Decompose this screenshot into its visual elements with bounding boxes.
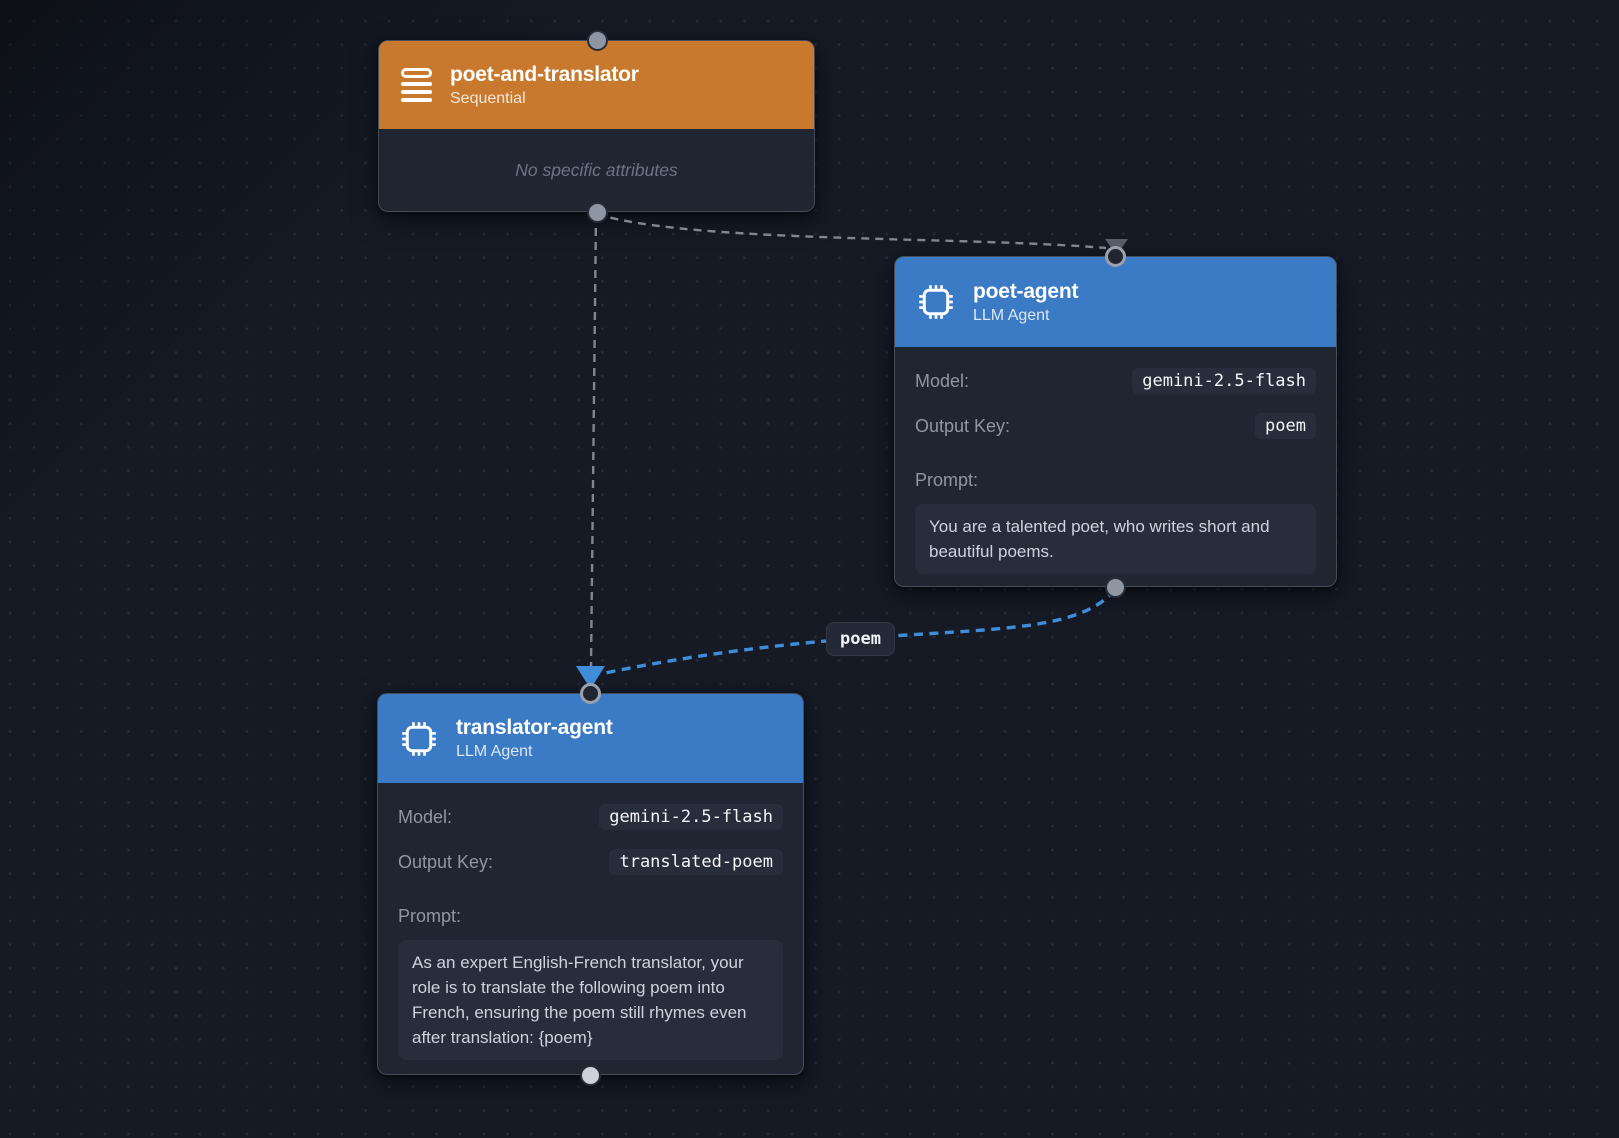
output-key-row: Output Key: poem: [915, 413, 1316, 439]
edge-sequential-to-translator-agent[interactable]: [589, 213, 598, 667]
handle-translator-agent-top[interactable]: [579, 682, 601, 704]
node-body: Model: gemini-2.5-flash Output Key: poem…: [895, 347, 1336, 594]
handle-poet-agent-bottom[interactable]: [1104, 576, 1126, 598]
cpu-icon: [402, 721, 436, 756]
node-subtitle: Sequential: [450, 89, 526, 107]
edge-label-poem: poem: [826, 622, 895, 656]
node-body: Model: gemini-2.5-flash Output Key: tran…: [378, 783, 803, 1080]
prompt-label: Prompt:: [915, 470, 979, 490]
node-header: translator-agent LLM Agent: [378, 694, 803, 783]
model-value: gemini-2.5-flash: [599, 804, 783, 830]
node-poet-and-translator[interactable]: poet-and-translator Sequential No specif…: [378, 40, 815, 212]
prompt-text: You are a talented poet, who writes shor…: [915, 504, 1316, 574]
node-title: poet-agent: [973, 279, 1079, 303]
handle-poet-agent-top[interactable]: [1104, 245, 1126, 267]
edge-sequential-to-poet-agent[interactable]: [596, 212, 1107, 250]
prompt-label: Prompt:: [398, 906, 462, 926]
node-header: poet-and-translator Sequential: [379, 41, 814, 129]
model-row: Model: gemini-2.5-flash: [915, 368, 1316, 394]
output-key-value: translated-poem: [609, 849, 783, 875]
node-translator-agent[interactable]: translator-agent LLM Agent Model: gemini…: [377, 693, 804, 1075]
node-poet-agent[interactable]: poet-agent LLM Agent Model: gemini-2.5-f…: [894, 256, 1337, 587]
node-title: poet-and-translator: [450, 62, 639, 86]
model-label: Model:: [915, 370, 970, 391]
sequential-list-icon: [401, 68, 432, 102]
node-title: translator-agent: [456, 716, 613, 739]
node-subtitle: LLM Agent: [973, 306, 1050, 324]
output-key-value: poem: [1255, 413, 1316, 439]
output-key-label: Output Key:: [398, 851, 494, 872]
no-attributes-text: No specific attributes: [515, 160, 678, 180]
node-subtitle: LLM Agent: [456, 743, 533, 760]
output-key-label: Output Key:: [915, 415, 1011, 436]
model-row: Model: gemini-2.5-flash: [398, 804, 783, 830]
handle-translator-agent-bottom[interactable]: [579, 1064, 601, 1086]
node-header: poet-agent LLM Agent: [895, 257, 1336, 347]
output-key-row: Output Key: translated-poem: [398, 849, 783, 875]
cpu-icon: [919, 285, 953, 319]
model-value: gemini-2.5-flash: [1132, 368, 1316, 394]
node-body: No specific attributes: [379, 129, 814, 211]
prompt-text: As an expert English-French translator, …: [398, 940, 783, 1060]
model-label: Model:: [398, 806, 453, 827]
handle-poet-and-translator-top[interactable]: [586, 29, 608, 51]
handle-poet-and-translator-bottom[interactable]: [586, 201, 608, 223]
